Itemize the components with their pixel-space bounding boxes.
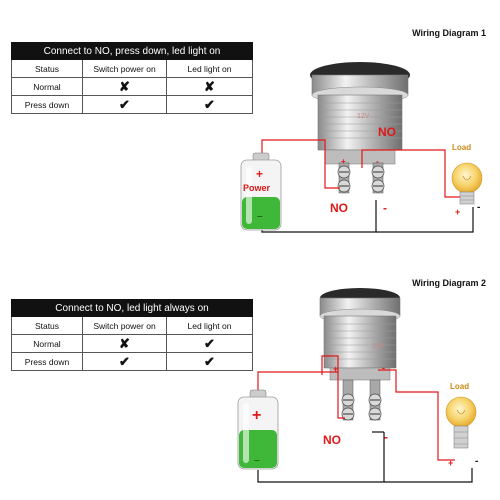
column-header-switch-power-on: Switch power on: [82, 59, 167, 78]
load-bulb: [445, 396, 477, 449]
table-row: Normal ✘ ✘: [11, 77, 253, 96]
table-heading: Connect to NO, press down, led light on: [11, 42, 253, 60]
switch-marking: 12V: [372, 343, 385, 350]
behavior-table: Connect to NO, press down, led light on …: [11, 42, 253, 114]
load-label: Load: [452, 143, 471, 152]
red-wire-battery-to-no: [261, 139, 340, 189]
load-label: Load: [450, 382, 469, 391]
load-minus-label: -: [475, 456, 478, 467]
wiring-diagram-1: 12V + Power –: [11, 28, 486, 233]
black-wire-to-load: [376, 207, 474, 233]
load-minus-label: -: [477, 202, 480, 213]
wiring-diagram-1-art: 12V + Power –: [240, 62, 483, 233]
terminal-screws: [341, 379, 382, 421]
black-wire-to-load: [384, 468, 473, 483]
red-wire-to-load: [378, 369, 455, 461]
black-wire-battery-to-minus: [257, 432, 385, 483]
column-header-led-light-on: Led light on: [166, 316, 253, 335]
wires: [257, 355, 473, 483]
table-heading: Connect to NO, led light always on: [11, 299, 253, 317]
status-cell: Press down: [11, 95, 83, 114]
terminal-plus-label: +: [341, 157, 346, 166]
table-header-row: Status Switch power on Led light on: [11, 59, 253, 78]
battery-minus-label: –: [257, 211, 263, 222]
terminal-minus-label: -: [382, 363, 385, 373]
status-cell: Press down: [11, 352, 83, 371]
red-wire-to-load: [361, 149, 461, 198]
load-bulb: [451, 162, 483, 205]
load-plus-label: +: [455, 207, 460, 217]
no-label-bottom: NO: [330, 201, 348, 215]
battery-plus-label: +: [256, 167, 263, 181]
table-row: Normal ✘ ✔: [11, 334, 253, 353]
push-button-switch: [310, 62, 410, 165]
push-button-switch: [319, 288, 401, 381]
load-plus-label: +: [448, 458, 453, 468]
diagram-title: Wiring Diagram 1: [412, 28, 486, 38]
table-row: Press down ✔ ✔: [11, 352, 253, 371]
no-label-top: NO: [378, 125, 396, 139]
switch-marking: 12V: [357, 113, 370, 120]
battery-power-label: Power: [243, 183, 271, 193]
switch-minus-label: -: [383, 201, 387, 215]
check-mark-icon: ✔: [119, 97, 130, 112]
terminal-minus-label: -: [376, 157, 379, 166]
battery-plus-label: +: [252, 407, 261, 424]
battery-minus-label: –: [254, 455, 260, 466]
no-label-bottom: NO: [323, 433, 341, 447]
check-mark-icon: ✔: [204, 336, 215, 351]
status-cell: Normal: [11, 334, 83, 353]
battery: [237, 389, 279, 470]
column-header-status: Status: [11, 316, 83, 335]
terminal-plus-label: +: [333, 364, 338, 374]
column-header-led-light-on: Led light on: [166, 59, 253, 78]
cross-mark-icon: ✘: [119, 336, 130, 351]
diagram-title: Wiring Diagram 2: [412, 278, 486, 288]
wiring-diagram-2-art: 12V + –: [237, 288, 478, 483]
switch-minus-label: -: [384, 430, 388, 444]
cross-mark-icon: ✘: [204, 79, 215, 94]
check-mark-icon: ✔: [204, 354, 215, 369]
table-header-row: Status Switch power on Led light on: [11, 316, 253, 335]
table-row: Press down ✔ ✔: [11, 95, 253, 114]
check-mark-icon: ✔: [119, 354, 130, 369]
terminal-screws: [337, 162, 385, 194]
wiring-diagram-2: 12V + –: [0, 250, 500, 500]
cross-mark-icon: ✘: [119, 79, 130, 94]
red-wire-led-feed: [321, 355, 339, 375]
battery: [240, 152, 282, 231]
column-header-status: Status: [11, 59, 83, 78]
behavior-table: Connect to NO, led light always on Statu…: [11, 299, 253, 371]
status-cell: Normal: [11, 77, 83, 96]
column-header-switch-power-on: Switch power on: [82, 316, 167, 335]
check-mark-icon: ✔: [204, 97, 215, 112]
